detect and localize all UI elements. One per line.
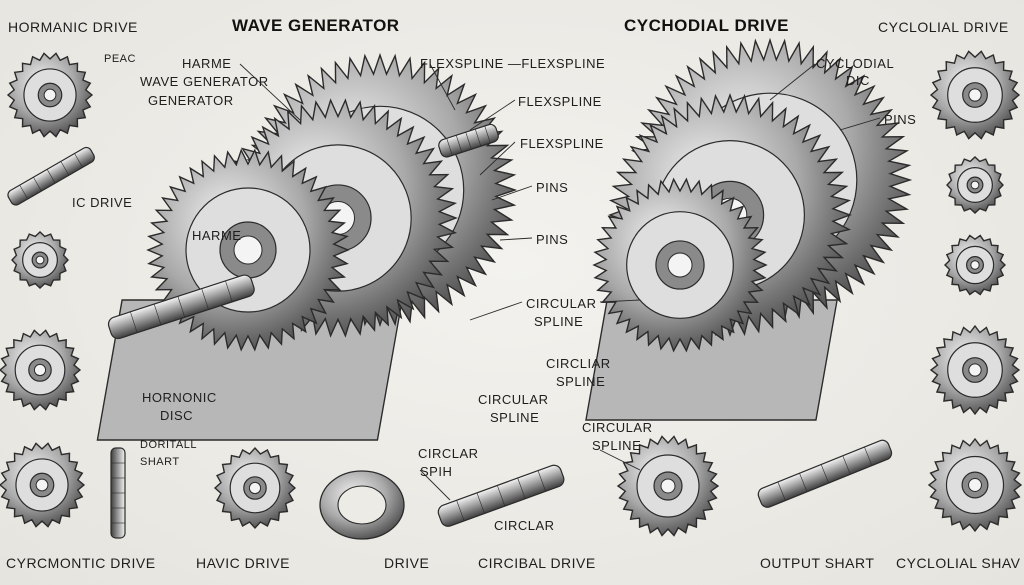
leader-circular-1 — [469, 301, 523, 321]
label-shart: SHART — [140, 456, 180, 468]
left-col-pin — [110, 447, 126, 539]
label-spline-4: SPLINE — [592, 438, 642, 453]
label-circular-3: CIRCULAR — [478, 392, 549, 407]
left-col-gear-3-hole — [35, 478, 49, 492]
label-bottom-5: OUTPUT SHART — [760, 555, 875, 571]
label-circular-4: CIRCULAR — [582, 420, 653, 435]
label-flexspline-top: FLEXSPLINE —FLEXSPLINE — [420, 56, 606, 71]
label-ic-drive: IC DRIVE — [72, 195, 133, 210]
label-disc: DISC — [160, 408, 194, 423]
label-doritall: DORITALL — [140, 439, 197, 451]
label-cycloidal-drive-right: CYCLOLIAL DRIVE — [878, 19, 1009, 35]
right-col-gear-1-hole — [968, 88, 982, 102]
leader-flexspline-3 — [479, 141, 516, 176]
bottom-bearing-bore — [337, 485, 387, 525]
label-harmonic-drive: HORMANIC DRIVE — [8, 19, 138, 35]
leader-flexspline-1 — [429, 63, 456, 111]
label-spline-1: SPLINE — [534, 314, 584, 329]
label-wave-generator: WAVE GENERATOR — [140, 74, 269, 89]
leader-circlar-spih — [419, 469, 451, 501]
leader-flexspline-2 — [469, 99, 516, 131]
left-col-spline-1-hole — [35, 255, 45, 265]
header-wave-generator: WAVE GENERATOR — [232, 16, 400, 35]
bottom-output-shaft — [757, 439, 893, 508]
label-generator: GENERATOR — [148, 93, 234, 108]
left-input-shaft — [107, 274, 255, 340]
leader-cycloidal-disc — [769, 63, 816, 101]
bottom-output-coupler-hole — [660, 478, 676, 494]
label-cycloidal: CYCLODIAL — [816, 56, 895, 71]
label-circliar-2: CIRCLIAR — [546, 356, 611, 371]
label-harme-2: HARME — [192, 228, 242, 243]
label-bottom-1: CYRCMONTIC DRIVE — [6, 555, 156, 571]
label-spline-3: SPLINE — [490, 410, 540, 425]
label-circlar: CIRCLAR — [494, 518, 555, 533]
label-bottom-6: CYCLOLIAL SHAV — [896, 555, 1021, 571]
label-circlar-spin-1: CIRCLAR — [418, 446, 479, 461]
bottom-spline-shaft — [437, 464, 565, 527]
left-front-gear-hole — [233, 235, 263, 265]
label-flexspline-2: FLEXSPLINE — [518, 94, 602, 109]
right-col-coupler-hole — [970, 180, 980, 190]
label-pins-2: PINS — [536, 232, 569, 247]
label-pins-1: PINS — [536, 180, 569, 195]
label-bottom-3: DRIVE — [384, 555, 430, 571]
right-front-gear-hole — [667, 252, 693, 278]
label-hornonic: HORNONIC — [142, 390, 217, 405]
label-peac: PEAC — [104, 53, 136, 65]
leader-circular-1b — [599, 299, 641, 303]
label-pins-right: PINS — [884, 112, 917, 127]
bottom-spline-hub-hole — [248, 481, 262, 495]
left-output-shaft — [438, 123, 499, 158]
label-spih: SPIH — [420, 464, 453, 479]
right-col-gear-2-hole — [968, 363, 982, 377]
leader-harme — [239, 63, 301, 121]
right-col-gear-3-hole — [968, 478, 982, 492]
leader-circular-4 — [599, 449, 641, 471]
label-bottom-2: HAVIC DRIVE — [196, 555, 290, 571]
left-col-shaft-1 — [7, 146, 95, 206]
label-flexspline-3: FLEXSPLINE — [520, 136, 604, 151]
header-cycloidal-drive: CYCHODIAL DRIVE — [624, 16, 789, 35]
label-dic: DIC — [846, 73, 870, 88]
label-spline-2: SPLINE — [556, 374, 606, 389]
left-col-gear-1-hole — [43, 88, 57, 102]
left-col-gear-2-hole — [33, 363, 47, 377]
leader-pins-2 — [499, 237, 533, 241]
leader-pins-1 — [491, 185, 533, 201]
label-bottom-4: CIRCIBAL DRIVE — [478, 555, 596, 571]
label-harme: HARME — [182, 56, 232, 71]
label-circular-1: CIRCULAR — [526, 296, 597, 311]
leader-pins-right — [839, 117, 881, 131]
right-col-spline-hole — [970, 260, 980, 270]
